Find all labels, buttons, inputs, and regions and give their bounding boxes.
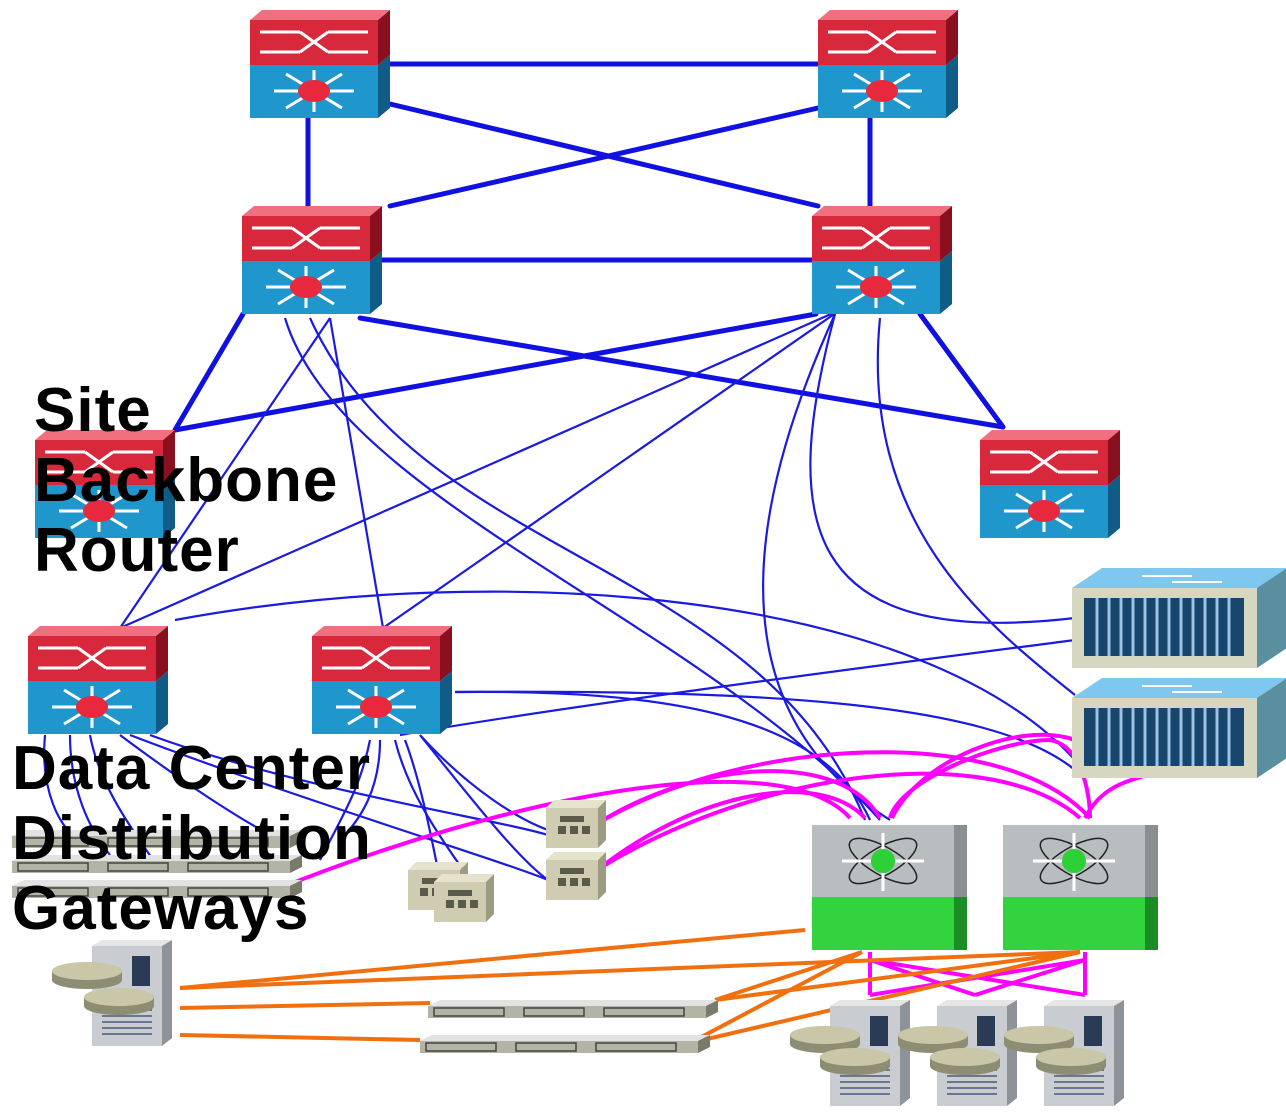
disk-left-2 [84,988,154,1015]
site-backbone-router-label: Site Backbone Router [34,376,338,586]
small-server-1 [546,800,606,848]
disk-2b [930,1048,1000,1075]
fabric-switch-lower [1070,676,1286,780]
storage-switch-right [1001,823,1160,952]
fabric-switch-upper [1070,566,1286,670]
disk-1b [820,1048,890,1075]
core-router-top-left [248,8,392,120]
thick-blue-links [172,61,1006,433]
core-router-top-right [816,8,960,120]
storage-switch-left [810,823,969,952]
data-center-distribution-router-right [310,624,454,736]
site-backbone-router-label-line-3: Router [34,516,240,585]
site-backbone-router-right [978,428,1122,540]
magenta-links [279,732,1171,997]
rack-server-4 [427,999,719,1019]
data-center-distribution-gateways-label: Data Center Distribution Gateways [12,734,372,944]
data-center-distribution-router-left [26,624,170,736]
data-center-label-line-3: Gateways [12,874,310,943]
rack-server-5 [419,1034,711,1054]
aggregation-router-right [810,204,954,316]
data-center-label-line-1: Data Center [12,734,371,803]
data-center-label-line-2: Distribution [12,804,372,873]
disk-3b [1036,1048,1106,1075]
site-backbone-router-label-line-2: Backbone [34,446,339,515]
site-backbone-router-label-line-1: Site [34,376,152,445]
thin-blue-links [43,308,1076,882]
aggregation-router-left [240,204,384,316]
disk-left-1 [52,962,122,989]
orange-links [179,928,1081,1045]
small-server-4 [434,874,494,922]
small-server-2 [546,852,606,900]
